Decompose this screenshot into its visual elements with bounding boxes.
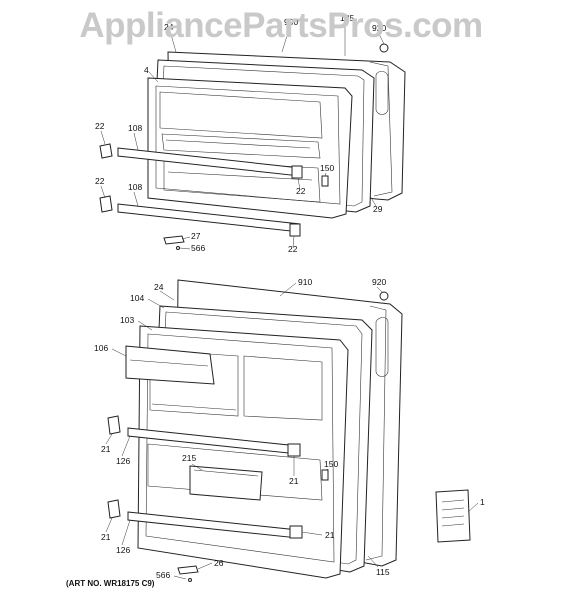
freezer-door-liner	[147, 77, 353, 219]
callout-21: 21	[101, 532, 111, 542]
door-bin	[189, 465, 263, 501]
callout-115: 115	[376, 567, 390, 577]
literature-card	[435, 489, 471, 543]
callout-29: 29	[373, 204, 383, 214]
callout-21: 21	[289, 476, 299, 486]
callout-910: 910	[298, 277, 312, 287]
callout-150: 150	[324, 459, 338, 469]
callout-21: 21	[325, 530, 335, 540]
callout-22: 22	[95, 176, 105, 186]
fresh-food-door-liner	[137, 325, 349, 579]
fresh-food-leader-lines	[105, 282, 479, 580]
callout-566: 566	[191, 243, 205, 253]
art-number: (ART NO. WR18175 C9)	[66, 579, 155, 588]
callout-24: 24	[154, 282, 164, 292]
callout-125: 125	[340, 13, 354, 23]
callout-22: 22	[95, 121, 105, 131]
freezer-door-assembly	[99, 43, 406, 250]
callout-104: 104	[130, 293, 144, 303]
callout-22: 22	[296, 186, 306, 196]
callout-4: 4	[144, 65, 149, 75]
callout-920: 920	[372, 277, 386, 287]
callout-900: 900	[284, 17, 298, 27]
freezer-leader-lines	[100, 22, 385, 250]
fresh-food-callouts: 910 920 24 104 103 106 21 126 215 150 21…	[94, 277, 485, 580]
callout-150: 150	[320, 163, 334, 173]
callout-108: 108	[128, 182, 142, 192]
callout-566: 566	[156, 570, 170, 580]
callout-1: 1	[480, 497, 485, 507]
callout-27: 27	[191, 231, 201, 241]
callout-108: 108	[128, 123, 142, 133]
callout-920: 920	[372, 23, 386, 33]
callout-106: 106	[94, 343, 108, 353]
fresh-food-door-assembly	[107, 279, 471, 582]
callout-215: 215	[182, 453, 196, 463]
callout-26: 26	[214, 558, 224, 568]
callout-126: 126	[116, 456, 130, 466]
callout-24: 24	[164, 22, 174, 32]
callout-22: 22	[288, 244, 298, 254]
callout-126: 126	[116, 545, 130, 555]
freezer-callouts: 900 125 920 24 4 22 108 22 108 150 22 29…	[95, 13, 386, 254]
callout-103: 103	[120, 315, 134, 325]
dairy-door	[125, 345, 215, 385]
callout-21: 21	[101, 444, 111, 454]
